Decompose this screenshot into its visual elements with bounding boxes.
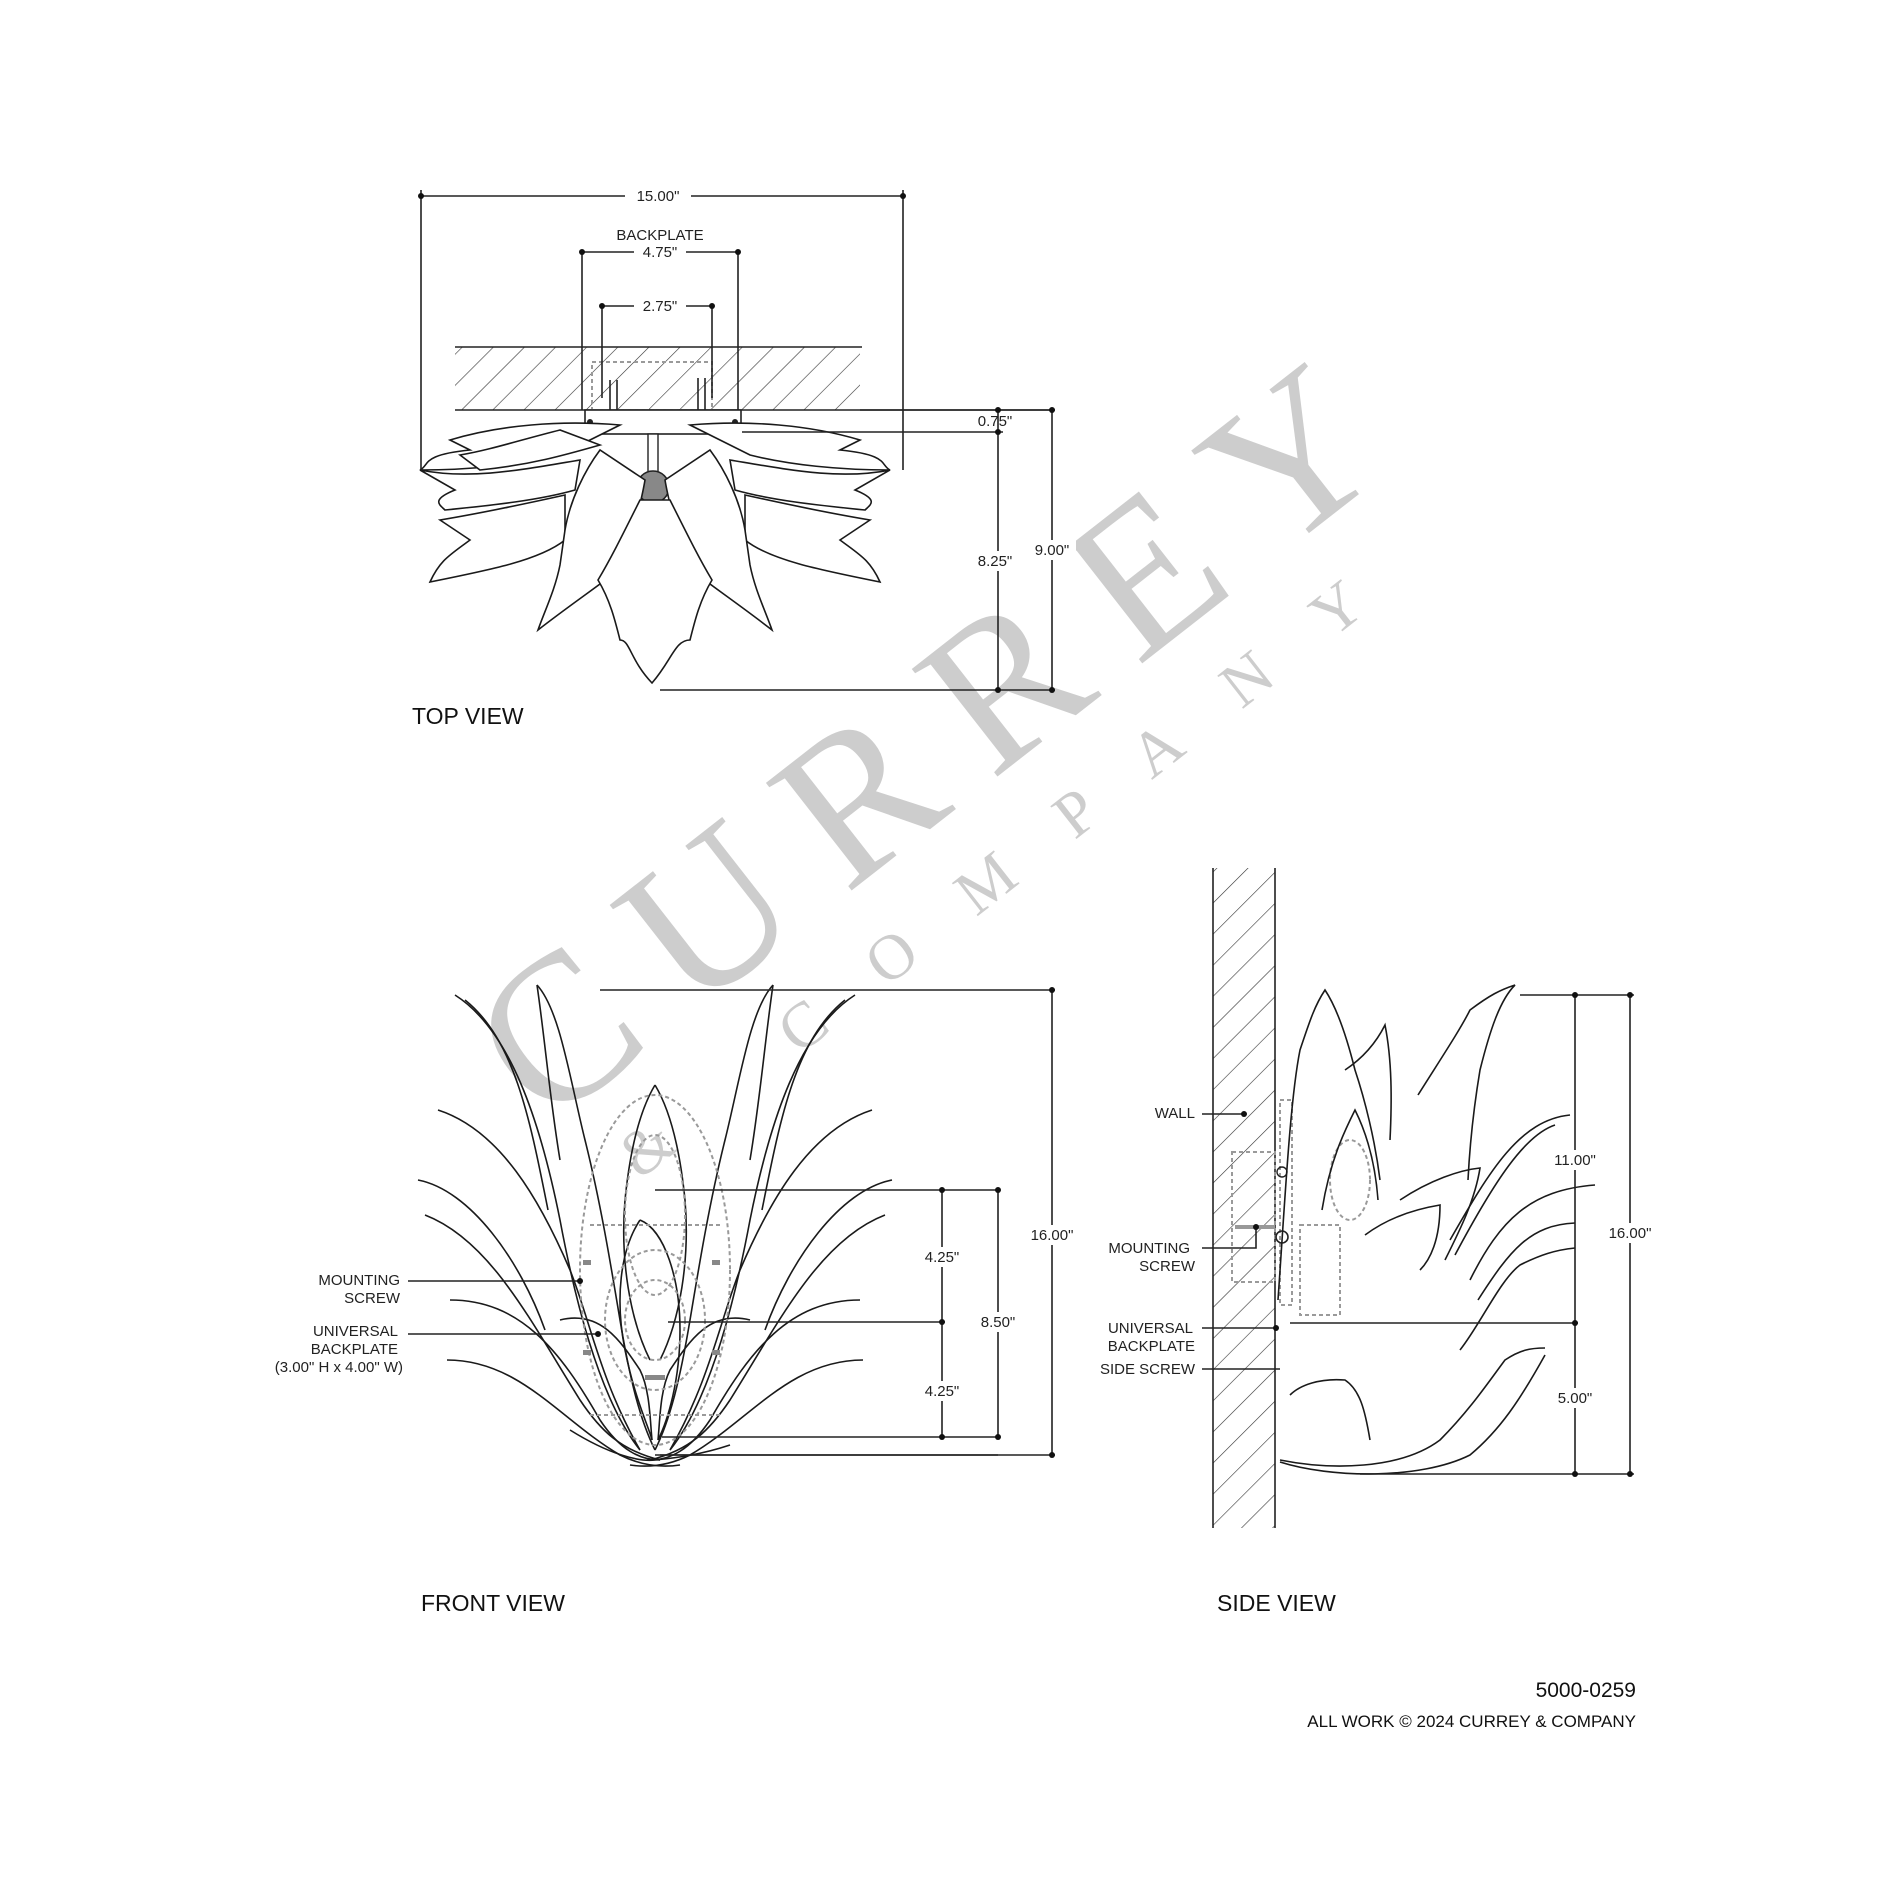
dim-15-label: 15.00": [637, 188, 680, 205]
backplate-hidden: [579, 1094, 731, 1446]
front-dims: 4.25" 4.25" 8.50" 16.00": [600, 987, 1080, 1458]
svg-text:5.00": 5.00": [1558, 1390, 1593, 1407]
dim-screw-spacing: 2.75": [599, 297, 715, 398]
title-block: 5000-0259 ALL WORK © 2024 CURREY & COMPA…: [1307, 1679, 1636, 1731]
copyright-notice: ALL WORK © 2024 CURREY & COMPANY: [1307, 1712, 1636, 1731]
top-view: 15.00" BACKPLATE 4.75" 2.75": [412, 186, 1076, 729]
dim-backplate-width: BACKPLATE 4.75": [579, 227, 741, 410]
wall-section-hatch: [455, 347, 860, 410]
svg-text:4.25": 4.25": [925, 1249, 960, 1266]
leaves-side-view: [1277, 984, 1596, 1475]
front-view-title: FRONT VIEW: [421, 1590, 565, 1616]
top-view-title: TOP VIEW: [412, 703, 524, 729]
svg-text:2.75": 2.75": [643, 298, 678, 315]
svg-text:0.75": 0.75": [978, 413, 1013, 430]
svg-text:4.25": 4.25": [925, 1383, 960, 1400]
side-dims: 11.00" 5.00" 16.00": [1290, 992, 1658, 1477]
svg-text:16.00": 16.00": [1609, 1225, 1652, 1242]
svg-text:9.00": 9.00": [1035, 542, 1070, 559]
svg-text:8.50": 8.50": [981, 1314, 1016, 1331]
svg-text:UNIVERSAL: UNIVERSAL: [313, 1323, 398, 1340]
dim-depth: 0.75" 8.25" 9.00": [660, 407, 1076, 693]
backplate-label: BACKPLATE: [616, 227, 703, 244]
svg-text:8.25": 8.25": [978, 553, 1013, 570]
front-view: MOUNTING SCREW UNIVERSAL BACKPLATE (3.00…: [275, 984, 1080, 1616]
svg-text:UNIVERSAL: UNIVERSAL: [1108, 1320, 1193, 1337]
leaves-top-view: [419, 422, 891, 685]
dim-overall-width: 15.00": [418, 186, 906, 470]
svg-text:(3.00" H x 4.00" W): (3.00" H x 4.00" W): [275, 1359, 403, 1376]
front-callouts: MOUNTING SCREW UNIVERSAL BACKPLATE (3.00…: [275, 1272, 601, 1376]
side-view-title: SIDE VIEW: [1217, 1590, 1336, 1616]
svg-text:4.75": 4.75": [643, 244, 678, 261]
svg-text:BACKPLATE: BACKPLATE: [311, 1341, 398, 1358]
svg-text:BACKPLATE: BACKPLATE: [1108, 1338, 1195, 1355]
svg-text:WALL: WALL: [1155, 1105, 1195, 1122]
svg-text:16.00": 16.00": [1031, 1227, 1074, 1244]
svg-text:MOUNTING: MOUNTING: [318, 1272, 400, 1289]
svg-text:SIDE SCREW: SIDE SCREW: [1100, 1361, 1196, 1378]
side-callouts: WALL MOUNTING SCREW UNIVERSAL BACKPLATE …: [1100, 1105, 1280, 1378]
svg-text:MOUNTING: MOUNTING: [1108, 1240, 1190, 1257]
svg-text:SCREW: SCREW: [344, 1290, 401, 1307]
part-number: 5000-0259: [1536, 1679, 1636, 1702]
svg-text:SCREW: SCREW: [1139, 1258, 1196, 1275]
svg-text:11.00": 11.00": [1554, 1152, 1596, 1169]
side-view: WALL MOUNTING SCREW UNIVERSAL BACKPLATE …: [1100, 868, 1658, 1616]
wall-hatch: [1213, 868, 1275, 1528]
